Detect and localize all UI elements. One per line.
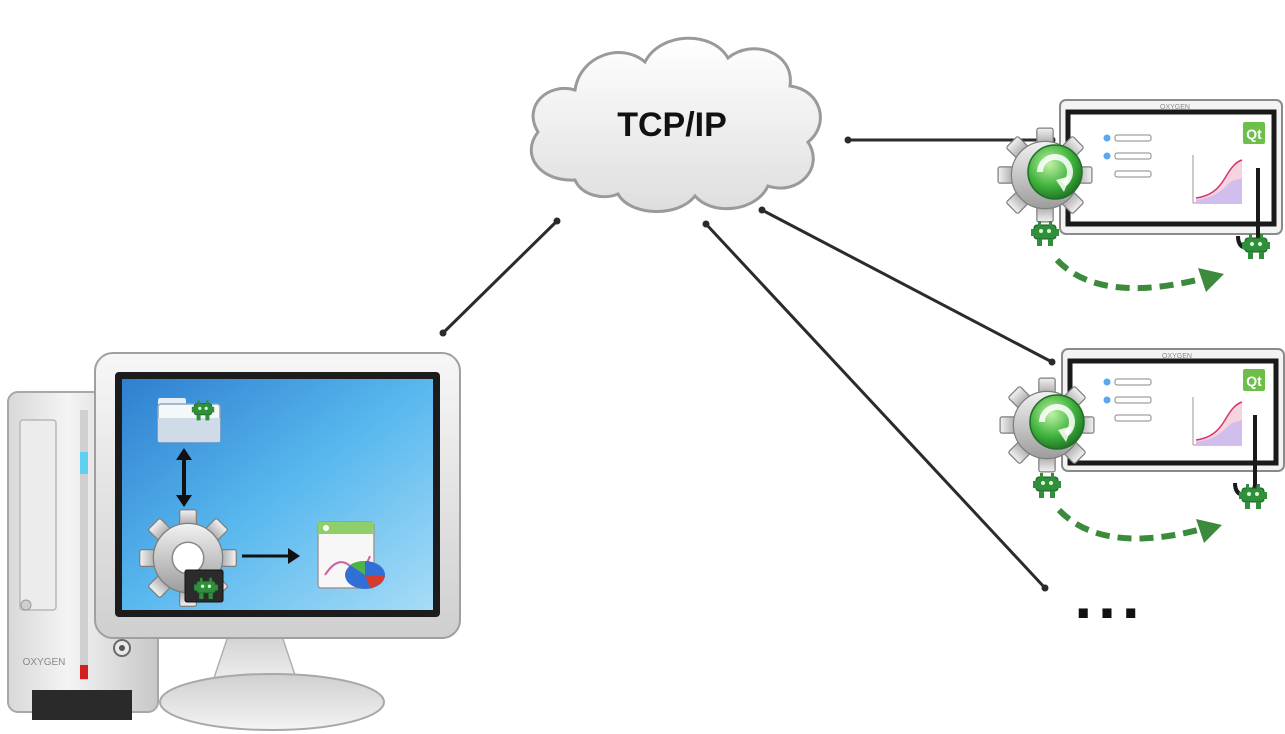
- target-2-brand: OXYGEN: [1162, 353, 1192, 360]
- network-label: TCP/IP: [617, 106, 727, 144]
- bidirectional-arrow-icon: [176, 448, 192, 507]
- robot-icon: [1030, 220, 1060, 247]
- target-2-list: [1103, 378, 1152, 422]
- target-device-1: OXYGEN Qt: [997, 99, 1283, 292]
- refresh-icon: [1027, 144, 1083, 200]
- link-cloud-more: [704, 222, 1047, 590]
- deploy-arrow: [1054, 257, 1206, 292]
- target-2-chart: [1192, 397, 1243, 446]
- terminal-robot-icon: [184, 569, 224, 603]
- target-2-badge: Qt: [1246, 373, 1262, 389]
- link-cloud-target-2: [760, 208, 1054, 364]
- robot-icon: [1238, 483, 1268, 510]
- deploy-arrow: [1056, 507, 1203, 542]
- host-screen-content: [138, 398, 385, 608]
- target-device-2: OXYGEN Qt: [999, 348, 1285, 543]
- tcpip-cloud: TCP/IP: [529, 36, 822, 213]
- more-devices-ellipsis: ...: [1074, 560, 1145, 632]
- output-arrow-icon: [242, 548, 300, 564]
- robot-icon: [1241, 233, 1271, 260]
- target-1-chart: [1192, 155, 1243, 204]
- folder-icon: [157, 398, 221, 443]
- target-1-list: [1103, 134, 1152, 178]
- link-host-cloud: [441, 219, 559, 335]
- host-computer: OXYGEN: [7, 352, 461, 731]
- target-1-brand: OXYGEN: [1160, 104, 1190, 111]
- connection-lines: [441, 138, 1054, 590]
- qt-logo: Qt: [1243, 369, 1265, 391]
- host-brand: OXYGEN: [23, 657, 66, 668]
- refresh-icon: [1029, 394, 1085, 450]
- robot-icon: [1032, 472, 1062, 499]
- report-chart-icon: [317, 521, 385, 589]
- qt-logo: Qt: [1243, 122, 1265, 144]
- cloud-icon: [529, 36, 822, 213]
- target-1-badge: Qt: [1246, 126, 1262, 142]
